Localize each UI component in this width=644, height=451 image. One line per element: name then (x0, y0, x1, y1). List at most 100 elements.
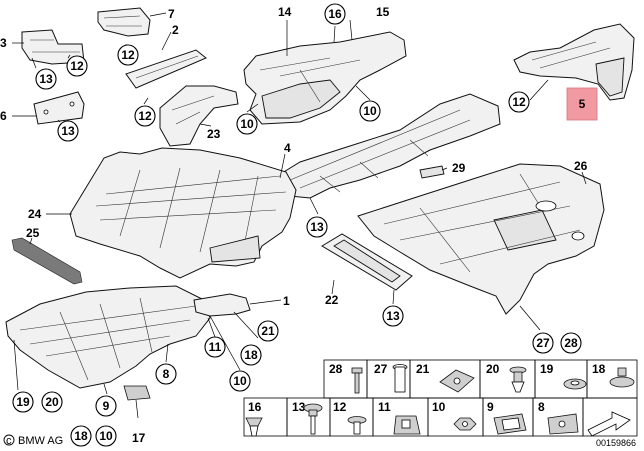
part-22-frame (321, 233, 413, 291)
svg-text:13: 13 (386, 309, 400, 323)
screw-icon (347, 416, 367, 435)
part-24-floor-shield (69, 147, 297, 279)
svg-text:25: 25 (26, 226, 40, 240)
svg-text:22: 22 (325, 293, 339, 307)
callout-12-a: 12 (117, 44, 139, 66)
svg-text:16: 16 (328, 7, 342, 21)
callout-13-c: 13 (306, 216, 328, 238)
callout-28-a: 28 (560, 332, 582, 354)
svg-text:18: 18 (74, 429, 88, 443)
part-5-shield (513, 23, 635, 101)
callout-27: 27 (532, 332, 554, 354)
hw-18: 18 (592, 362, 635, 388)
svg-text:15: 15 (376, 5, 390, 19)
speed-nut-icon (393, 415, 421, 435)
washer-icon (563, 378, 587, 390)
callout-21: 21 (257, 320, 279, 342)
clip-icon (493, 413, 527, 435)
callout-4: 4 (284, 141, 291, 155)
callout-20-a: 20 (41, 391, 63, 413)
part-26-floor-shield (357, 163, 605, 315)
svg-text:13: 13 (310, 220, 324, 234)
svg-text:10: 10 (99, 429, 113, 443)
callout-10-c: 10 (229, 370, 251, 392)
svg-text:27: 27 (374, 362, 388, 376)
callout-15: 15 (376, 5, 390, 19)
svg-text:21: 21 (416, 362, 430, 376)
hw-8: 8 (538, 400, 579, 435)
hw-16: 16 (245, 400, 263, 437)
svg-text:9: 9 (487, 400, 494, 414)
svg-text:00159866: 00159866 (596, 438, 636, 448)
callout-18-a: 18 (240, 344, 262, 366)
callout-3: 3 (0, 36, 7, 50)
hw-19: 19 (540, 362, 587, 390)
svg-text:14: 14 (278, 5, 292, 19)
svg-text:26: 26 (574, 159, 588, 173)
svg-text:10: 10 (432, 400, 446, 414)
callout-29: 29 (452, 161, 466, 175)
cap-nut-icon (609, 367, 635, 388)
svg-text:20: 20 (45, 395, 59, 409)
callout-1: 1 (283, 294, 290, 308)
callout-19: 19 (12, 391, 34, 413)
callout-13-b: 13 (57, 120, 79, 142)
expanding-rivet-icon (245, 417, 263, 437)
svg-text:12: 12 (333, 400, 347, 414)
hw-12: 12 (333, 400, 367, 435)
svg-text:24: 24 (28, 207, 42, 221)
svg-text:13: 13 (292, 400, 306, 414)
svg-text:18: 18 (244, 348, 258, 362)
callout-2: 2 (172, 23, 179, 37)
svg-text:2: 2 (172, 23, 179, 37)
callout-13-a: 13 (35, 68, 57, 90)
callout-13-d: 13 (382, 305, 404, 327)
hw-21: 21 (416, 362, 475, 393)
bolt-icon (351, 367, 363, 394)
part-4-center-tunnel (273, 93, 501, 199)
hw-28: 28 (329, 362, 363, 394)
svg-text:27: 27 (536, 336, 550, 350)
svg-text:12: 12 (138, 109, 152, 123)
svg-text:13: 13 (61, 124, 75, 138)
svg-text:16: 16 (248, 400, 262, 414)
callout-10-a: 10 (359, 100, 381, 122)
callout-23: 23 (207, 127, 221, 141)
callout-18-b: 18 (70, 425, 92, 447)
part-7-shield (97, 7, 151, 37)
callout-17: 17 (132, 431, 146, 445)
copyright-footer: c BMW AG (3, 434, 63, 447)
sleeve-icon (392, 364, 408, 393)
svg-text:11: 11 (378, 400, 391, 414)
callout-12-d: 12 (508, 91, 530, 113)
callout-10-b: 10 (236, 113, 258, 135)
callout-7: 7 (168, 7, 175, 21)
svg-text:19: 19 (16, 395, 30, 409)
hw-10: 10 (432, 400, 477, 431)
diagram-code: 00159866 (596, 438, 636, 448)
callout-25: 25 (26, 226, 40, 240)
part-14-tunnel-cover (243, 31, 407, 125)
svg-text:8: 8 (163, 367, 170, 381)
svg-text:28: 28 (329, 362, 343, 376)
callout-24: 24 (28, 207, 42, 221)
part-25-strip (11, 237, 83, 285)
callout-14: 14 (278, 5, 292, 19)
hw-20: 20 (486, 362, 527, 393)
svg-text:17: 17 (132, 431, 146, 445)
svg-text:BMW AG: BMW AG (18, 435, 63, 447)
callout-26: 26 (574, 159, 588, 173)
svg-text:29: 29 (452, 161, 466, 175)
callout-6: 6 (0, 109, 7, 123)
callout-5-highlight: 5 (566, 87, 598, 121)
hardware-grid (243, 359, 638, 437)
svg-text:4: 4 (284, 141, 291, 155)
svg-text:6: 6 (0, 109, 7, 123)
svg-text:13: 13 (39, 72, 53, 86)
svg-text:23: 23 (207, 127, 221, 141)
part-19-front-shield (5, 285, 211, 389)
svg-text:10: 10 (363, 104, 377, 118)
svg-text:8: 8 (538, 400, 545, 414)
svg-text:18: 18 (592, 362, 606, 376)
